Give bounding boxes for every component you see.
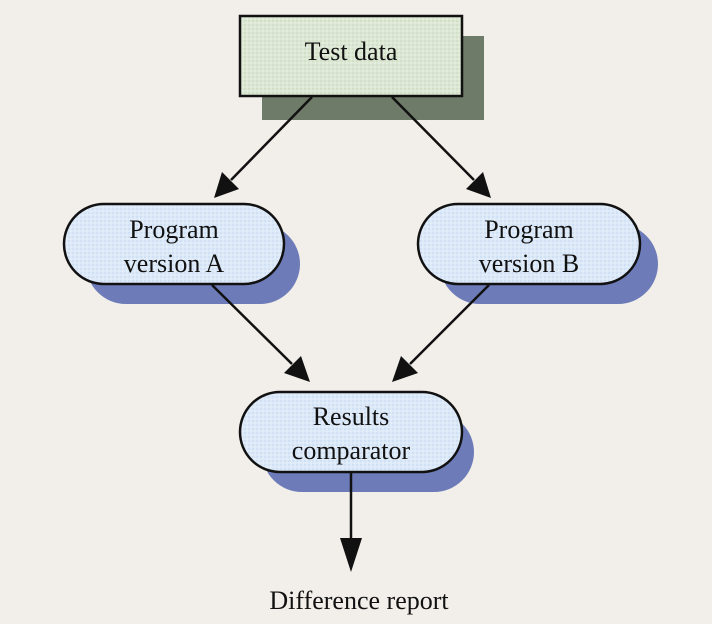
arrow-a-to-comparator [211,284,310,382]
program-a-node: Program version A [62,202,300,304]
comparator-line1: Results [313,402,390,431]
program-b-box [416,202,642,286]
test-data-label: Test data [305,37,398,66]
test-data-box [238,14,464,98]
comparator-box [238,390,464,474]
arrow-test-to-a [214,96,313,198]
difference-report-label: Difference report [269,586,449,615]
program-b-node: Program version B [416,202,658,304]
program-b-line1: Program [484,215,574,244]
program-a-box [62,202,286,286]
program-a-line1: Program [129,215,219,244]
comparator-node: Results comparator [238,390,474,492]
arrow-b-to-comparator [392,284,490,382]
test-data-node: Test data [238,14,484,120]
arrow-test-to-b [391,96,491,198]
comparator-line2: comparator [292,436,411,465]
program-a-line2: version A [124,249,225,278]
arrow-comparator-to-report [340,473,362,572]
program-b-line2: version B [479,249,579,278]
arrows [211,96,491,572]
